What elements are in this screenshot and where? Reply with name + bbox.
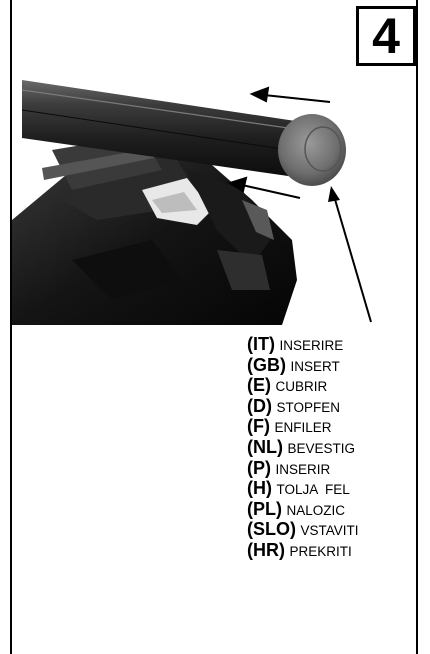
translation-word: ENFILER bbox=[274, 420, 332, 436]
translation-word: BEVESTIG bbox=[287, 440, 355, 456]
translation-word: CUBRIR bbox=[275, 379, 328, 395]
legend-row-slo: (SLO) VSTAVITI bbox=[247, 519, 358, 540]
language-code: (D) bbox=[247, 395, 272, 416]
legend-row-d: (D) STOPFEN bbox=[247, 396, 358, 417]
translation-legend: (IT) INSERIRE (GB) INSERT (E) CUBRIR (D)… bbox=[247, 334, 358, 561]
language-code: (H) bbox=[247, 478, 272, 499]
legend-row-gb: (GB) INSERT bbox=[247, 355, 358, 376]
translation-word: NALOZIC bbox=[286, 502, 345, 518]
end-cap bbox=[278, 114, 346, 186]
language-code: (IT) bbox=[247, 334, 275, 354]
language-code: (E) bbox=[247, 375, 271, 396]
language-code: (HR) bbox=[247, 539, 285, 560]
legend-row-f: (F) ENFILER bbox=[247, 416, 358, 437]
step-number-box: 4 bbox=[356, 6, 416, 66]
roof-bar bbox=[21, 80, 303, 178]
insert-arrows bbox=[227, 86, 331, 199]
step-number: 4 bbox=[372, 8, 400, 64]
legend-row-nl: (NL) BEVESTIG bbox=[247, 437, 358, 458]
language-code: (GB) bbox=[247, 354, 286, 375]
legend-row-pl: (PL) NALOZIC bbox=[247, 499, 358, 520]
roof-bar-photo bbox=[12, 80, 346, 325]
page-frame bbox=[10, 0, 418, 654]
legend-row-e: (E) CUBRIR bbox=[247, 375, 358, 396]
language-code: (P) bbox=[247, 457, 271, 478]
translation-word: INSERT bbox=[290, 358, 340, 374]
translation-word: PREKRITI bbox=[289, 543, 352, 559]
translation-word: INSERIR bbox=[275, 461, 331, 477]
translation-word: VSTAVITI bbox=[300, 523, 359, 539]
support-foot bbox=[12, 135, 297, 325]
language-code: (F) bbox=[247, 416, 270, 437]
language-code: (SLO) bbox=[247, 519, 296, 540]
language-code: (PL) bbox=[247, 498, 282, 519]
translation-word: INSERIRE bbox=[279, 338, 344, 353]
translation-word: TOLJA FEL bbox=[276, 482, 350, 498]
legend-row-p: (P) INSERIR bbox=[247, 458, 358, 479]
legend-row-h: (H) TOLJA FEL bbox=[247, 478, 358, 499]
translation-word: STOPFEN bbox=[276, 399, 340, 415]
legend-row-hr: (HR) PREKRITI bbox=[247, 540, 358, 561]
language-code: (NL) bbox=[247, 436, 283, 457]
legend-row-it: (IT) INSERIRE bbox=[247, 334, 358, 355]
